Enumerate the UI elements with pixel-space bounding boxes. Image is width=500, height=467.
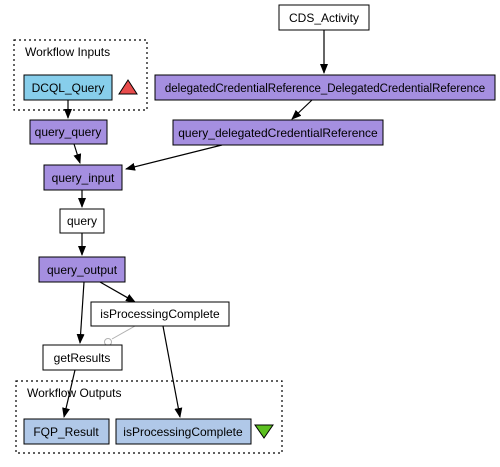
edge-query-output-to-is-processing: [99, 281, 136, 303]
edge-query-delegated-to-query-input: [125, 144, 223, 171]
node-dcql-query-label: DCQL_Query: [32, 81, 105, 95]
node-query-input[interactable]: query_input: [43, 164, 123, 191]
node-query-query[interactable]: query_query: [29, 119, 108, 145]
node-is-processing-complete-label: isProcessingComplete: [100, 307, 220, 321]
edge-is-processing-to-output: [162, 325, 183, 418]
node-is-processing-complete[interactable]: isProcessingComplete: [90, 301, 230, 327]
node-query-output-label: query_output: [47, 263, 118, 277]
node-query-output[interactable]: query_output: [38, 256, 126, 283]
node-cds-activity-label: CDS_Activity: [289, 11, 359, 25]
workflow-outputs-label: Workflow Outputs: [27, 386, 121, 400]
node-query-delegated-label: query_delegatedCredentialReference: [178, 126, 378, 140]
node-cds-activity[interactable]: CDS_Activity: [278, 4, 370, 31]
red-up-triangle-icon: [118, 79, 138, 95]
node-is-processing-complete-output[interactable]: isProcessingComplete: [115, 418, 252, 445]
node-is-processing-complete-output-label: isProcessingComplete: [123, 425, 243, 439]
edge-get-results-to-fqp-result: [62, 369, 76, 418]
node-get-results-label: getResults: [54, 351, 111, 365]
edge-query-query-to-query-input: [73, 143, 82, 164]
edge-delegated-to-query-delegated: [291, 99, 313, 120]
node-dcql-query[interactable]: DCQL_Query: [23, 74, 113, 101]
node-query-label: query: [67, 214, 97, 228]
node-fqp-result-label: FQP_Result: [33, 425, 99, 439]
node-delegated-credential-reference-label: delegatedCredentialReference_DelegatedCr…: [165, 83, 485, 95]
workflow-inputs-group: Workflow Inputs: [13, 39, 148, 111]
node-delegated-credential-reference[interactable]: delegatedCredentialReference_DelegatedCr…: [154, 74, 496, 101]
node-get-results[interactable]: getResults: [42, 344, 123, 371]
workflow-inputs-label: Workflow Inputs: [25, 45, 110, 59]
node-query-delegated-credential-reference[interactable]: query_delegatedCredentialReference: [172, 119, 384, 146]
workflow-outputs-group: Workflow Outputs: [15, 380, 283, 454]
node-query-input-label: query_input: [52, 171, 115, 185]
edge-query-output-to-get-results: [76, 281, 85, 344]
node-query-query-label: query_query: [35, 125, 102, 139]
edge-is-processing-to-get-results: [111, 325, 136, 340]
node-fqp-result[interactable]: FQP_Result: [23, 418, 110, 445]
green-down-triangle-icon: [254, 424, 274, 439]
node-query[interactable]: query: [59, 208, 105, 234]
edges: [62, 30, 328, 418]
edge-control-circle: [104, 338, 112, 346]
